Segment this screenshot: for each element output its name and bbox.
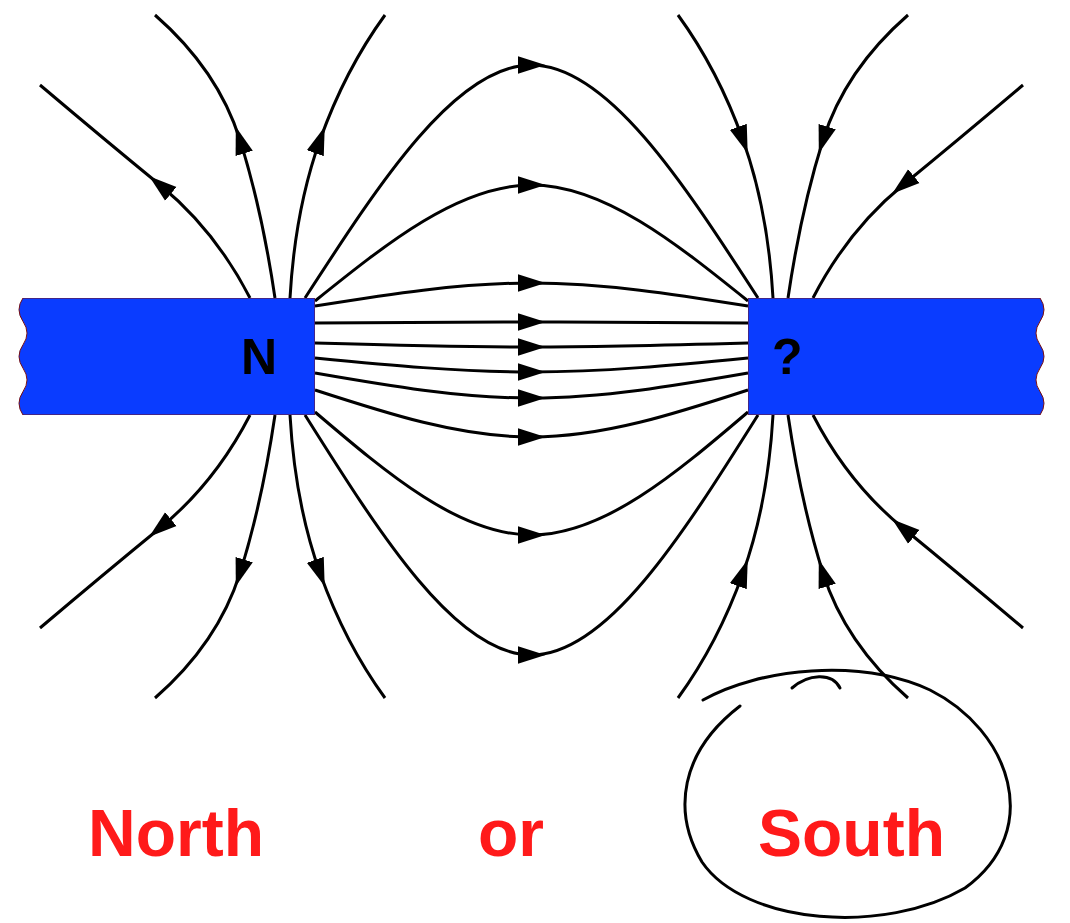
field-line — [305, 65, 758, 298]
circle-stroke — [685, 670, 1010, 917]
pole-letter: ? — [772, 332, 803, 382]
pole-letter: N — [241, 332, 277, 382]
field-line — [315, 343, 748, 347]
field-line — [315, 358, 748, 372]
magnet-pole: ? — [748, 298, 1048, 415]
field-line — [813, 415, 1023, 628]
field-line — [788, 415, 908, 698]
magnet-outline — [748, 298, 1044, 415]
circle-squiggle — [792, 677, 840, 688]
field-line — [40, 415, 250, 628]
answer-choice: North — [88, 800, 264, 866]
field-line — [813, 85, 1023, 298]
field-line — [155, 15, 275, 298]
answer-choice: South — [758, 800, 945, 866]
field-line — [315, 322, 748, 323]
field-line — [788, 15, 908, 298]
answer-choice: or — [478, 800, 544, 866]
field-line — [315, 390, 748, 437]
field-line — [315, 373, 748, 398]
magnet-outline — [19, 298, 315, 415]
hand-drawn-circle — [685, 670, 1010, 917]
field-line — [305, 415, 758, 655]
field-line — [315, 412, 748, 535]
field-line — [40, 85, 250, 298]
field-line — [315, 283, 748, 306]
field-line — [155, 415, 275, 698]
magnet-pole: N — [15, 298, 315, 415]
